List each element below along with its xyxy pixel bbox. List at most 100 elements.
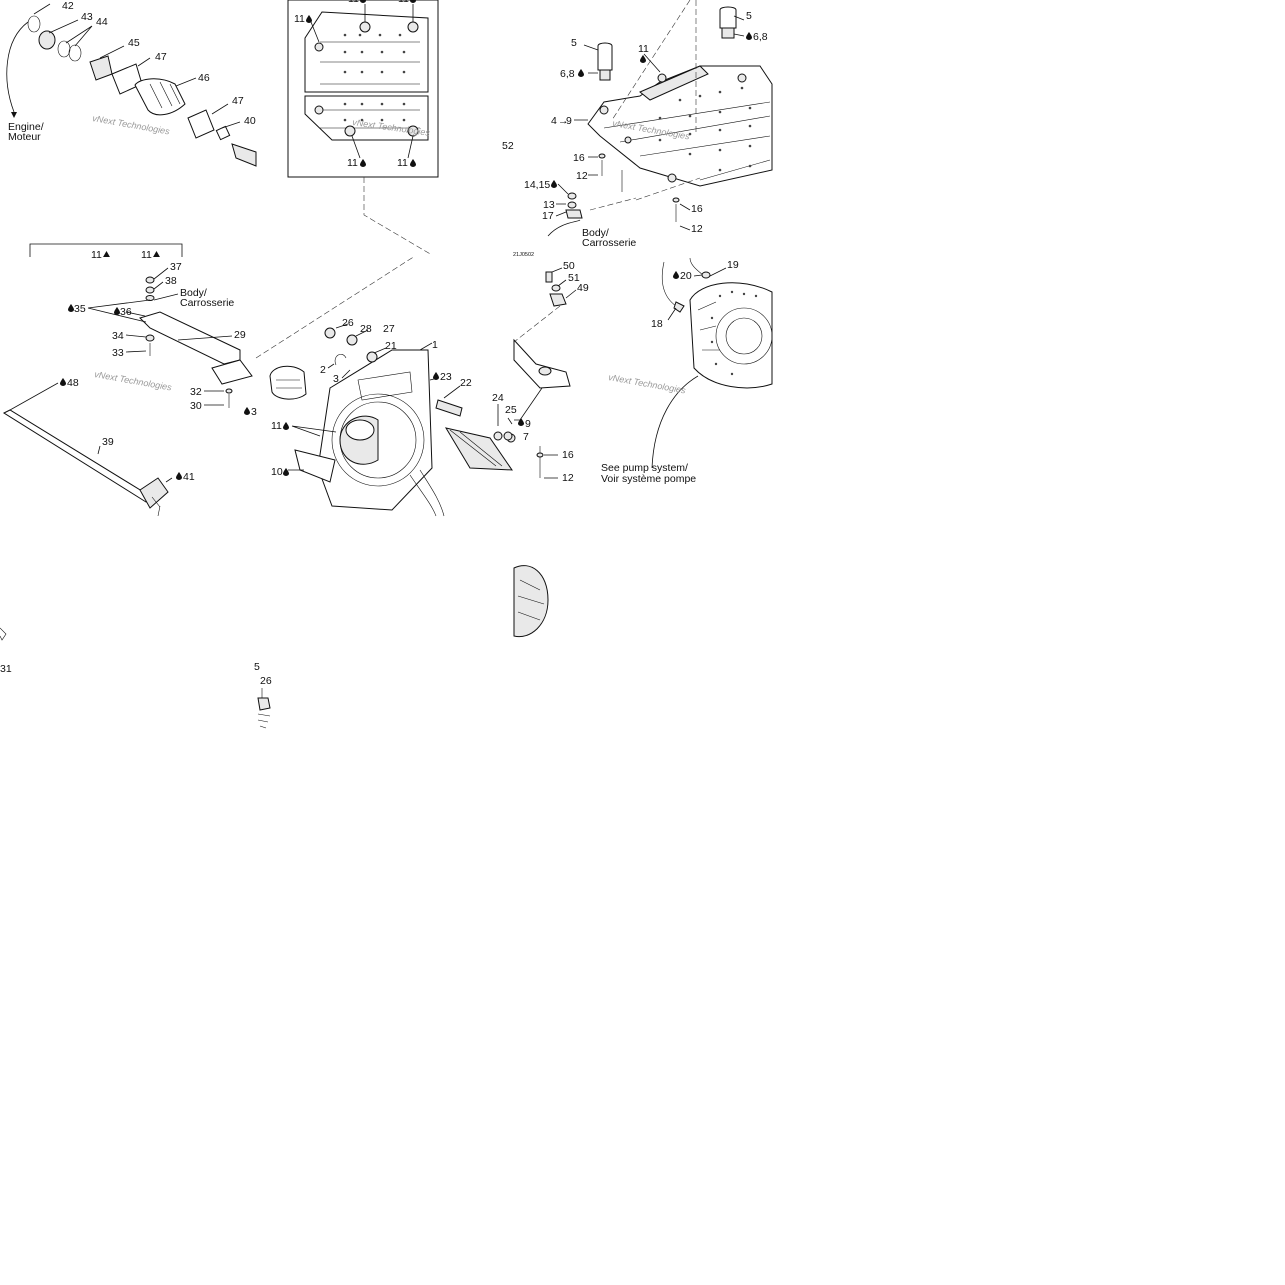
callout-38: 38 [165, 275, 177, 287]
callout-17: 17 [542, 210, 554, 222]
pump-connection-group [513, 257, 773, 469]
plate-callout-side: 11 [294, 13, 305, 25]
callout-25: 25 [505, 404, 517, 416]
callout-23: 23 [440, 371, 452, 383]
washer-7 [503, 431, 513, 441]
callout-7: 7 [523, 431, 529, 443]
plate-callout-top-2: 11 [398, 0, 409, 5]
callout-22: 22 [460, 377, 472, 389]
ring-43 [38, 30, 56, 50]
callout-9b: 9 [525, 418, 531, 430]
plate-lower [304, 95, 429, 141]
callout-5b: 5 [746, 10, 752, 22]
support-bracket-group [0, 243, 253, 641]
plate-inset [287, 0, 439, 256]
bracket-callout-1: 11 [91, 249, 102, 261]
callout-26: 26 [342, 317, 354, 329]
callout-46: 46 [198, 72, 210, 84]
o-ring-42 [27, 15, 41, 33]
ride-plate [587, 65, 773, 187]
fitting-5a [597, 42, 613, 71]
nut-fragment [257, 688, 271, 729]
seal-45 [89, 55, 113, 81]
callout-32: 32 [190, 386, 202, 398]
callout-12b: 12 [691, 223, 703, 235]
plate-callout-bottom-1: 11 [347, 157, 358, 169]
callout-3: 3 [333, 373, 339, 385]
callout-9: 9 [566, 115, 572, 127]
callout-30: 30 [190, 400, 202, 412]
impeller-partial [513, 565, 549, 638]
bracket-29 [139, 311, 241, 365]
watermark-5: vNext Technologies [608, 372, 687, 396]
shaft-39 [2, 409, 151, 503]
callout-12a: 12 [576, 170, 588, 182]
callout-11-top: 11 [638, 43, 649, 55]
callout-39: 39 [102, 436, 114, 448]
rod-assembly [444, 427, 513, 471]
callout-19: 19 [727, 259, 739, 271]
callout-13: 13 [543, 199, 555, 211]
callout-47b: 47 [232, 95, 244, 107]
callout-5c: 5 [254, 661, 260, 673]
engine-label: Engine/ [8, 121, 44, 133]
washer-27 [366, 351, 378, 363]
clamp-47b [187, 109, 215, 139]
callout-11-mid: 11 [271, 420, 282, 432]
steering-plate [513, 338, 571, 389]
plate-callout-bottom-2: 11 [397, 157, 408, 169]
moteur-label: Moteur [8, 131, 41, 143]
callout-29: 29 [234, 329, 246, 341]
flange-10 [294, 449, 336, 483]
callout-52: 52 [502, 140, 514, 152]
callout-27: 27 [383, 323, 395, 335]
callout-4: 4 [551, 115, 557, 127]
bracket-callout-2: 11 [141, 249, 152, 261]
callout-16c: 16 [562, 449, 574, 461]
boot-46 [134, 78, 186, 116]
nut-49 [549, 293, 567, 307]
washer-26 [324, 327, 336, 339]
shaft-40-end [231, 143, 257, 167]
body-label-1: Body/ [180, 287, 207, 299]
carrosserie-label-1: Carrosserie [180, 297, 234, 309]
callout-48: 48 [67, 377, 79, 389]
ride-plate-group [547, 0, 773, 237]
callout-40: 40 [244, 115, 256, 127]
sleeve [269, 365, 307, 400]
watermark-3: vNext Technologies [94, 369, 173, 393]
callout-14-15: 14,15 [524, 179, 550, 191]
callout-3-right: 3 [251, 406, 257, 418]
voir-pompe-label: Voir système pompe [601, 473, 696, 485]
callout-16b: 16 [691, 203, 703, 215]
watermark-1: vNext Technologies [92, 113, 171, 137]
callout-37: 37 [170, 261, 182, 273]
callout-28: 28 [360, 323, 372, 335]
callout-36: 36 [120, 306, 132, 318]
see-pump-label: See pump system/ [601, 462, 688, 474]
plate-upper [304, 11, 429, 93]
fitting-5b [719, 6, 737, 29]
pump-body [689, 282, 773, 389]
callout-51: 51 [568, 272, 580, 284]
callout-34: 34 [112, 330, 124, 342]
plate-callout-top-1: 11 [348, 0, 359, 5]
callout-44: 44 [96, 16, 108, 28]
callout-42: 42 [62, 0, 74, 12]
callout-41: 41 [183, 471, 195, 483]
arrow-glyph: → [558, 115, 569, 127]
callout-50: 50 [563, 260, 575, 272]
callout-31: 31 [0, 663, 12, 675]
callout-2: 2 [320, 364, 326, 376]
drawing-code: 21J0502 [513, 252, 534, 258]
o-ring-44b [68, 44, 82, 62]
callout-43: 43 [81, 11, 93, 23]
callout-6-8a: 6,8 [560, 68, 575, 80]
callout-26b: 26 [260, 675, 272, 687]
nozzle-parts-group [444, 338, 571, 638]
callout-21: 21 [385, 340, 397, 352]
callout-33: 33 [112, 347, 124, 359]
body-label-2: Body/ [582, 227, 609, 239]
stud-22 [435, 399, 463, 417]
